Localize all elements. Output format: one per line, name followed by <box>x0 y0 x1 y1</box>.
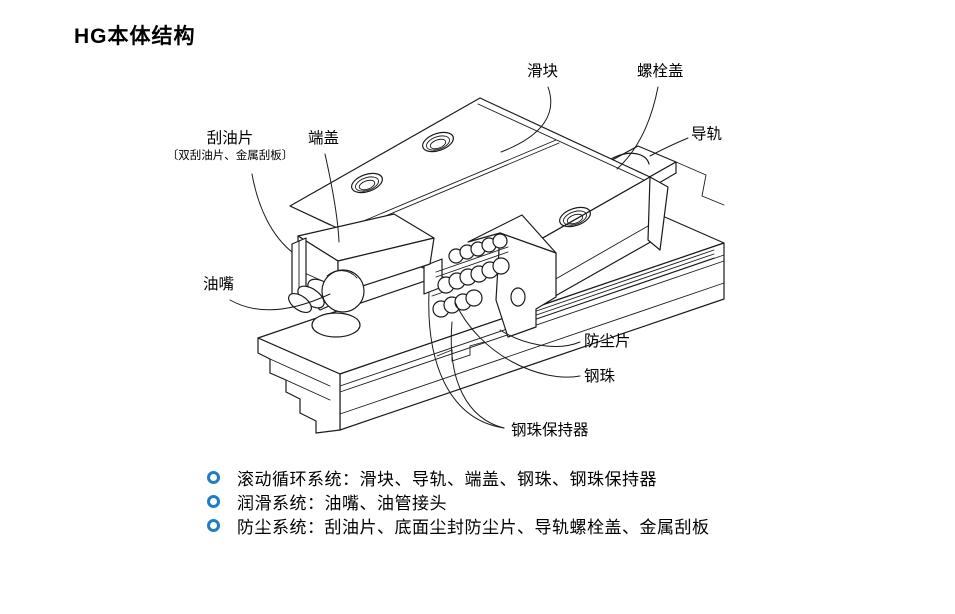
legend-row-rolling: 滚动循环系统：滑块、导轨、端盖、钢珠、钢珠保持器 <box>207 468 710 489</box>
mount-hole-3 <box>559 206 591 228</box>
cutaway-drawing <box>423 214 557 338</box>
legend-row-lubrication: 润滑系统：油嘴、油管接头 <box>207 492 710 513</box>
bullet-icon <box>207 471 220 484</box>
callout-ball-retainer: 钢珠保持器 <box>511 422 589 439</box>
callout-dust-plate: 防尘片 <box>584 333 631 350</box>
legend-row-dustproof: 防尘系统：刮油片、底面尘封防尘片、导轨螺栓盖、金属刮板 <box>207 516 710 537</box>
legend-text-dustproof: 防尘系统：刮油片、底面尘封防尘片、导轨螺栓盖、金属刮板 <box>237 518 710 537</box>
mount-hole-2 <box>422 131 454 153</box>
legend-text-lubrication: 润滑系统：油嘴、油管接头 <box>237 494 447 513</box>
callout-steel-ball: 钢珠 <box>584 368 616 385</box>
rail-bolt-hole <box>311 312 361 338</box>
callout-scraper-main: 刮油片 <box>206 130 254 147</box>
steel-balls-rows <box>432 233 510 318</box>
callout-scraper-sub: 〔双刮油片、金属刮板〕 <box>166 149 294 162</box>
grease-nipple-drawing <box>288 269 365 314</box>
callout-rail: 导轨 <box>691 126 723 143</box>
callout-end-cap: 端盖 <box>308 130 340 147</box>
callout-grease-nipple: 油嘴 <box>203 276 235 293</box>
callout-scraper: 刮油片 〔双刮油片、金属刮板〕 <box>160 130 300 163</box>
dust-strip-drawing <box>436 249 715 362</box>
leader-lines <box>229 86 689 429</box>
bullet-icon <box>207 495 220 508</box>
callout-slider: 滑块 <box>527 63 559 80</box>
legend-text-rolling: 滚动循环系统：滑块、导轨、端盖、钢珠、钢珠保持器 <box>237 470 657 489</box>
page-title: HG本体结构 <box>74 25 196 48</box>
bullet-icon <box>207 519 220 532</box>
callout-bolt-cover: 螺栓盖 <box>637 63 684 80</box>
system-legend: 滚动循环系统：滑块、导轨、端盖、钢珠、钢珠保持器 润滑系统：油嘴、油管接头 防尘… <box>207 468 710 540</box>
plate-hole <box>510 287 526 307</box>
mount-hole-1 <box>351 172 383 194</box>
